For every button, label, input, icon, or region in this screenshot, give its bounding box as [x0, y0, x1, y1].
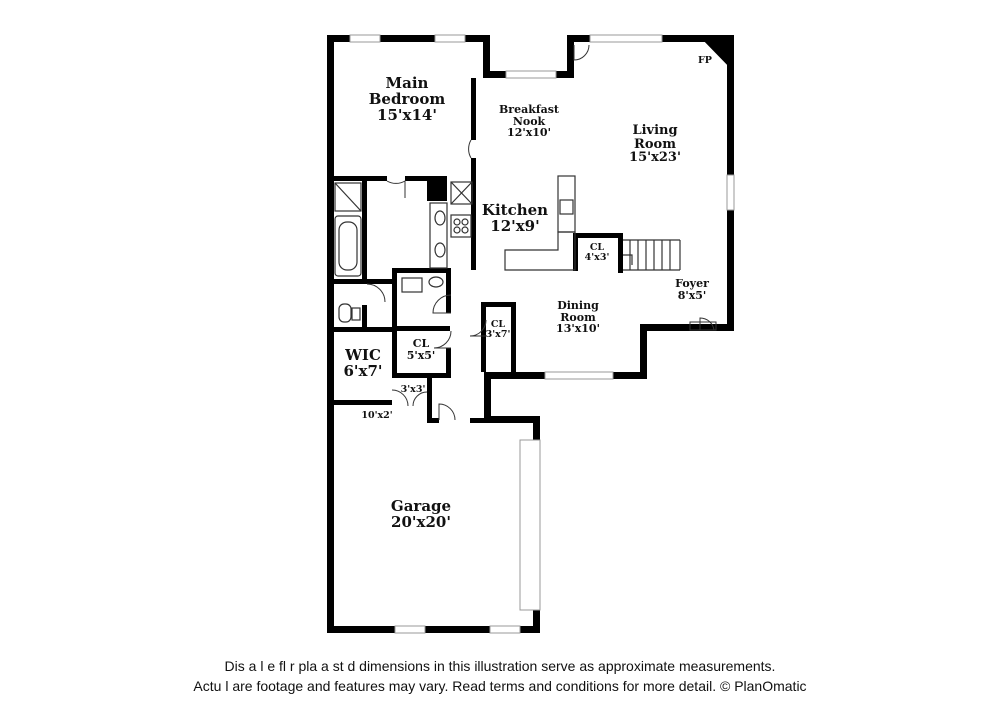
- foyer-dims: 8'x5': [677, 288, 707, 302]
- windows: [349, 34, 735, 634]
- wic-name: WIC: [345, 346, 381, 364]
- interior-walls: [327, 78, 623, 423]
- kitchen-label: Kitchen 12'x9': [481, 201, 549, 235]
- disclaimer: Dis a l e fl r pla a st d dimensions in …: [0, 656, 1000, 696]
- breakfast-nook-name-line2: Nook: [512, 114, 546, 128]
- wic-label: WIC 6'x7': [343, 346, 383, 380]
- kitchen-dims: 12'x9': [490, 216, 540, 235]
- hall-dims: 10'x2': [361, 410, 393, 421]
- main-bedroom-dims: 15'x14': [377, 105, 437, 124]
- dining-room-dims: 13'x10': [556, 322, 600, 336]
- main-bedroom-label: Main Bedroom 15'x14': [368, 74, 446, 124]
- closet-stairs-dims: 4'x3': [584, 251, 610, 263]
- dining-room-label: Dining Room 13'x10': [556, 300, 600, 335]
- fireplace-text: FP: [698, 55, 712, 66]
- breakfast-nook-label: Breakfast Nook 12'x10': [499, 104, 559, 139]
- hall-label: 10'x2': [361, 411, 392, 421]
- living-room-name-line2: Room: [634, 136, 676, 152]
- garage-dims: 20'x20': [391, 512, 451, 531]
- dining-room-name-line2: Room: [560, 310, 596, 324]
- closet-small-label: 3'x3': [401, 385, 426, 395]
- disclaimer-line1: Dis a l e fl r pla a st d dimensions in …: [224, 658, 776, 674]
- garage-label: Garage 20'x20': [390, 497, 452, 531]
- closet-dining-label: CL 3'x7': [486, 320, 511, 340]
- main-bedroom-name-line2: Bedroom: [368, 89, 446, 108]
- closet-stairs-label: CL 4'x3': [585, 243, 610, 263]
- closet-hall-label: CL 5'x5': [407, 338, 436, 361]
- closet-dining-dims: 3'x7': [485, 328, 511, 340]
- garage-name: Garage: [390, 497, 452, 515]
- closet-stairs-name: CL: [589, 242, 605, 253]
- breakfast-nook-dims: 12'x10': [507, 126, 551, 140]
- living-room-dims: 15'x23': [629, 150, 681, 166]
- wic-dims: 6'x7': [343, 361, 383, 380]
- doors: [366, 44, 717, 421]
- closet-hall-dims: 5'x5': [406, 348, 436, 362]
- breakfast-nook-name-line1: Breakfast: [499, 103, 559, 116]
- fireplace-label: FP: [698, 56, 712, 66]
- closet-dining-name: CL: [490, 319, 506, 330]
- foyer-label: Foyer 8'x5': [675, 278, 709, 301]
- fixtures: [334, 175, 681, 323]
- foyer-name: Foyer: [675, 277, 709, 290]
- dining-room-name-line1: Dining: [557, 299, 599, 312]
- kitchen-name: Kitchen: [481, 201, 549, 219]
- living-room-name-line1: Living: [632, 123, 678, 138]
- disclaimer-line2: Actu l are footage and features may vary…: [193, 678, 807, 694]
- main-bedroom-name-line1: Main: [385, 74, 429, 92]
- closet-small-dims: 3'x3': [400, 384, 426, 395]
- living-room-label: Living Room 15'x23': [629, 124, 681, 165]
- closet-hall-name: CL: [412, 337, 430, 350]
